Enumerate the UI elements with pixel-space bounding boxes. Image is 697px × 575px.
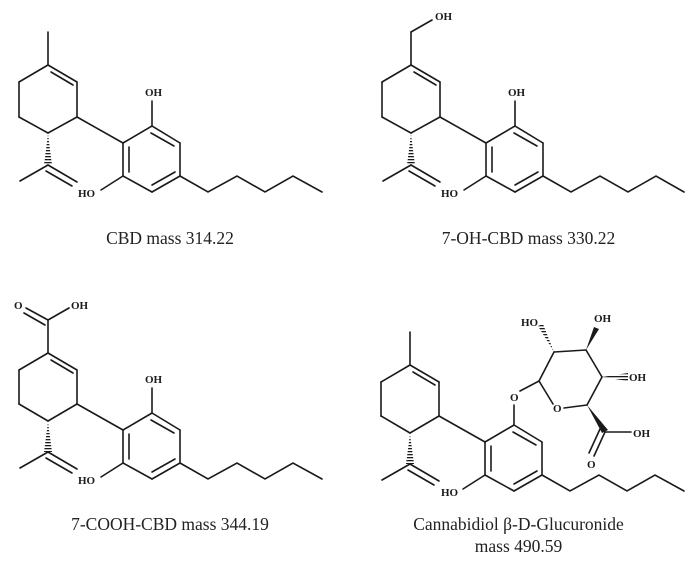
7-oh-cbd-structure-diagram: OH OH HO (381, 11, 685, 200)
7-oh-cbd-caption: 7-OH-CBD mass 330.22 (441, 228, 616, 248)
carbonyl-o-label: O (14, 300, 23, 312)
7-cooh-cbd-structure-diagram: O OH OH HO (14, 300, 323, 487)
acid-oh-label: OH (71, 300, 89, 312)
7-cooh-cbd-caption: 7-COOH-CBD mass 344.19 (71, 514, 269, 534)
oh-sugar-right-label: OH (629, 372, 647, 384)
oh-sugar-top-label: OH (594, 313, 612, 325)
ring-o-label: O (553, 403, 562, 415)
ho-label: HO (441, 487, 459, 499)
cbd-glucuronide-structure-diagram: HO O O HO OH OH OH O (380, 313, 685, 499)
carbonyl-o-label: O (587, 459, 596, 471)
cbd-structure-diagram: OH HO (18, 31, 323, 200)
structure-panel-cbd: OH HO CBD mass 314.22 (0, 0, 340, 270)
structure-panel-7-cooh-cbd: O OH OH HO 7-COOH-CBD mass 344.19 (0, 280, 340, 575)
ho-sugar-label: HO (521, 317, 539, 329)
structure-panel-7-oh-cbd: OH OH HO 7-OH-CBD mass 330.22 (360, 0, 697, 270)
glycosidic-o-label: O (510, 392, 519, 404)
acid-oh-label: OH (633, 428, 651, 440)
ho-label: HO (78, 188, 96, 200)
glucuronide-caption-line1: Cannabidiol β-D-Glucuronide (413, 514, 624, 534)
oh-label: OH (508, 87, 526, 99)
oh-side-label: OH (435, 11, 453, 23)
glucuronide-caption-line2: mass 490.59 (474, 536, 563, 556)
oh-label: OH (145, 87, 163, 99)
structure-panel-cbd-glucuronide: HO O O HO OH OH OH O Cannabidiol β-D-Glu… (340, 280, 697, 575)
ho-label: HO (78, 475, 96, 487)
cbd-caption: CBD mass 314.22 (106, 228, 234, 248)
oh-label: OH (145, 374, 163, 386)
ho-label: HO (441, 188, 459, 200)
